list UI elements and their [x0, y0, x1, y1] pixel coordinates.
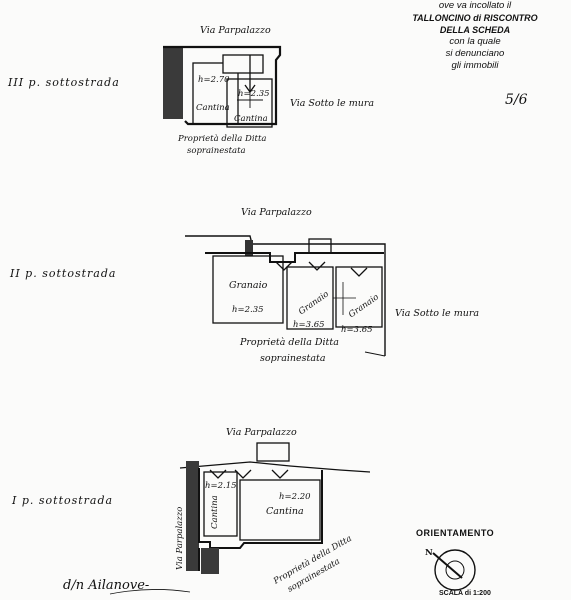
level-3-room-2-name: Cantina [234, 114, 268, 124]
header-line-6: gli immobili [451, 60, 499, 71]
plan1-stair [256, 442, 290, 462]
plan-level-1 [179, 442, 371, 574]
level-2-room-1-height: h=2.35 [232, 305, 264, 315]
level-3-room-1-name: Cantina [196, 103, 230, 113]
plan3-stair [222, 54, 264, 74]
level-2-owner-2: soprainestata [260, 353, 326, 364]
plan1-wall-mass [186, 461, 199, 571]
level-3-owner-1: Proprietà della Ditta [178, 134, 267, 144]
level-2-room-1-name: Granaio [229, 280, 268, 291]
plan3-outline [163, 45, 282, 126]
plan2-stair [308, 238, 332, 254]
plan2-room-1 [212, 255, 284, 324]
level-3-street-top: Via Parpalazzo [200, 25, 271, 36]
plan1-room-2 [239, 479, 321, 541]
plan1-room-1 [203, 471, 238, 537]
level-1-label: I p. sottostrada [12, 494, 114, 507]
plan2-room-3 [335, 266, 383, 328]
plan3-wall-mass [163, 47, 183, 119]
header-line-3: DELLA SCHEDA [439, 25, 511, 35]
plan1-street-line [179, 461, 371, 473]
level-2-street-side: Via Sotto le mura [395, 308, 480, 319]
level-1-room-2-name: Cantina [266, 506, 304, 517]
plan-level-3 [163, 45, 282, 128]
plan-level-2 [185, 235, 386, 357]
level-1-street-top: Via Parpalazzo [226, 427, 297, 438]
header-line-2: TALLONCINO di RISCONTRO [412, 13, 538, 23]
level-2-owner-1: Proprietà della Ditta [240, 337, 339, 348]
header-line-4: con la quale [449, 36, 501, 47]
level-1-room-1-height: h=2.15 [205, 481, 237, 491]
page-mark: 5/6 [505, 92, 528, 108]
level-3-street-side: Via Sotto le mura [290, 98, 375, 109]
compass-needle [432, 552, 463, 579]
level-2-room-3-height: h=3.65 [341, 325, 373, 335]
bottom-note: d/n Ailanove- [63, 578, 150, 593]
level-2-room-2-height: h=3.65 [293, 320, 325, 330]
level-2-street-top: Via Parpalazzo [241, 207, 312, 218]
compass [432, 549, 476, 591]
level-1-room-1-name: Cantina [210, 495, 220, 529]
level-3-label: III p. sottostrada [8, 76, 120, 89]
level-2-label: II p. sottostrada [10, 267, 117, 280]
compass-north-letter: N [425, 548, 433, 558]
stamp-header: ove va incollato il TALLONCINO di RISCON… [400, 0, 550, 72]
level-1-room-2-height: h=2.20 [279, 492, 311, 502]
compass-ring [434, 549, 476, 591]
orientation-title: ORIENTAMENTO [416, 528, 495, 538]
compass-core [445, 560, 465, 580]
level-3-owner-2: soprainestata [187, 146, 246, 156]
header-line-5: si denunciano [445, 48, 505, 59]
level-3-room-1-height: h=2.70 [198, 75, 230, 85]
level-1-street-side: Via Parpalazzo [175, 506, 185, 570]
plan3-room-1 [192, 62, 239, 125]
scale-label: SCALA di 1:200 [439, 590, 491, 597]
level-3-room-2-height: h=2.35 [238, 89, 270, 99]
header-line-1: ove va incollato il [438, 0, 512, 11]
